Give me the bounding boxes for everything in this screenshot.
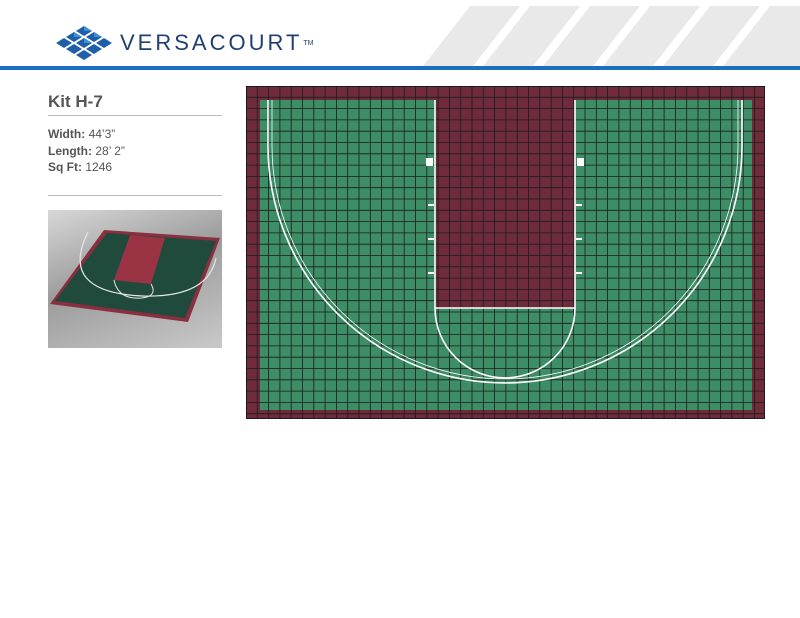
- three-point-line-inner: [271, 100, 739, 380]
- brand-logo[interactable]: VERSACOURT TM: [56, 24, 314, 62]
- lane-hash-left-2: [428, 238, 434, 240]
- spec-width-label: Width:: [48, 127, 86, 141]
- spec-length: Length: 28’ 2”: [48, 143, 125, 160]
- lane-hash-right-3: [576, 272, 582, 274]
- tile-grid-lines: [246, 86, 765, 419]
- specs-divider: [48, 195, 222, 196]
- spec-sqft-value: 1246: [85, 160, 113, 174]
- court-thumbnail: [48, 210, 222, 348]
- court-paint-lane: [435, 100, 575, 308]
- lane-hash-left-3: [428, 272, 434, 274]
- lane-hash-right-1: [576, 204, 582, 206]
- three-point-line: [267, 100, 743, 384]
- kit-specs: Width: 44’3” Length: 28’ 2” Sq Ft: 1246: [48, 126, 125, 176]
- lane-hash-right-2: [576, 238, 582, 240]
- court-outline: [246, 86, 765, 419]
- page-header: VERSACOURT TM: [0, 0, 800, 70]
- header-divider: [0, 66, 800, 70]
- spec-width-value: 44’3”: [88, 127, 116, 141]
- court-thumbnail-drawing: [50, 230, 220, 322]
- title-divider: [48, 115, 222, 116]
- brand-trademark: TM: [303, 39, 314, 47]
- spec-length-value: 28’ 2”: [95, 143, 125, 158]
- lane-block-right: [577, 158, 584, 166]
- brand-name: VERSACOURT: [120, 30, 303, 55]
- lane-hash-left-1: [428, 204, 434, 206]
- kit-title: Kit H-7: [48, 92, 103, 111]
- court-lines: [267, 100, 743, 384]
- court-tile-grid: [246, 86, 765, 419]
- lane-block-left: [426, 158, 433, 166]
- court-diagram: [246, 86, 765, 419]
- lane-markers: [426, 158, 584, 274]
- spec-sqft-label: Sq Ft:: [48, 160, 82, 174]
- versacourt-logo-icon: [56, 26, 112, 60]
- spec-sqft: Sq Ft: 1246: [48, 159, 125, 176]
- court-diagram-svg: [246, 86, 765, 419]
- spec-length-label: Length:: [48, 143, 92, 158]
- header-decoration: [420, 6, 800, 70]
- spec-width: Width: 44’3”: [48, 126, 125, 143]
- free-throw-circle: [434, 307, 576, 379]
